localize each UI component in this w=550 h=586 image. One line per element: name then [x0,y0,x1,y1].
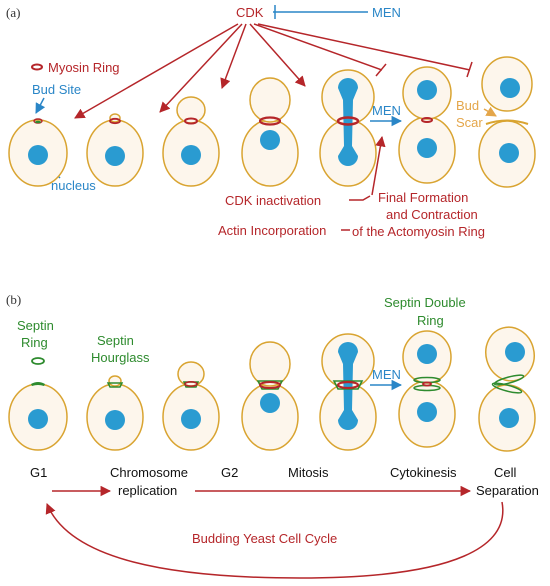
nucleus-mother [499,408,519,428]
men-arrow-a-label: MEN [372,103,401,118]
cdk-arrow-small-bud [220,23,247,89]
cell-b4 [241,341,299,451]
cell-a5 [319,69,377,187]
septin-hourglass [332,380,364,390]
myosin-ring [258,116,282,126]
cdk-inhibits-mitosis [253,23,383,71]
nucleus-daughter [500,78,520,98]
myosin-ring [336,380,360,390]
cell-b3 [162,361,220,451]
myosin-ring [259,381,281,389]
dividing-nucleus [338,342,358,430]
men-label: MEN [372,5,401,20]
stage-cell-label-2: Separation [476,483,539,498]
myosin-ring-legend-icon [31,63,43,71]
men-arrow-b-label: MEN [372,367,401,382]
septin-hourglass-label-2: Hourglass [91,350,150,365]
stage-cytokinesis: Cytokinesis [390,465,457,480]
nucleus [260,130,280,150]
dividing-nucleus [338,78,358,166]
stage-chromosome-replication-2: replication [118,483,177,498]
panel-a-label: (a) [6,5,20,20]
final-formation-arrow [371,135,386,196]
final-formation-line-2: and Contraction [386,207,478,222]
myosin-ring [336,116,360,126]
cdk-inactivation-label: CDK inactivation [225,193,321,208]
septin-hourglass-label-1: Septin [97,333,134,348]
cdk-inhibits-mitosis-bar [375,63,387,77]
bud-site-label: Bud Site [32,82,81,97]
cdk-label: CDK [236,5,264,20]
bud-scar [485,119,529,125]
septin-double-ring-label-2: Ring [417,313,444,328]
cycle-return-arrow [45,501,504,579]
nucleus [28,145,48,165]
septin-ring-mother [491,382,523,394]
septin-ring-label-2: Ring [21,335,48,350]
septin-ring-legend-icon [31,357,45,365]
cdk-arrow-bud-site [74,23,239,119]
nucleus-label: nucleus [51,178,96,193]
panel-a: (a) CDK MEN Myosin Ring Bud Site nucleus [6,5,536,239]
panel-b: (b) Septin Ring Septin Hourglass Septin … [6,292,539,579]
nucleus-bud [417,344,437,364]
myosin-ring-label: Myosin Ring [48,60,120,75]
cdk-arrow-large-bud [249,23,306,87]
cell-b2 [86,375,144,451]
cdk-arrow-bud-emergence [159,23,243,113]
nucleus-bud [417,80,437,100]
final-formation-line-3: of the Actomyosin Ring [352,224,485,239]
cell-a2 [86,113,144,187]
cdk-inhibition-lines [253,23,473,78]
cell-a7 [478,56,536,188]
bud-scar-label-2: Scar [456,115,483,130]
cell-a6 [398,66,456,184]
stage-g1: G1 [30,465,47,480]
cdk-inhibits-separation [257,23,471,71]
bud-site-arrow [35,97,46,114]
cell-b6 [398,330,456,448]
bud-scar-arrow [483,106,497,117]
nucleus [181,409,201,429]
septin-ring [31,382,45,386]
nucleus [181,145,201,165]
contracted-ring [421,117,433,123]
panel-b-label: (b) [6,292,21,307]
cell-a1 [8,118,68,187]
nucleus [260,393,280,413]
cell-b5 [319,333,377,451]
cdk-inhibits-separation-bar [466,61,473,78]
cell-b1 [8,382,68,451]
nucleus [105,146,125,166]
cell-b7 [478,326,536,452]
nucleus-mother [499,143,519,163]
nucleus [105,410,125,430]
septin-hourglass [106,382,124,388]
bud-site [35,120,41,124]
cdk-inactivation-connector [349,195,371,201]
myosin-ring [184,117,198,125]
cycle-title: Budding Yeast Cell Cycle [192,531,337,546]
nucleus-mother [417,402,437,422]
contracted-ring [422,381,432,387]
stage-cell-label-1: Cell [494,465,517,480]
nucleus-mother [417,138,437,158]
septin-double-ring-label-1: Septin Double [384,295,466,310]
bud-scar-label-1: Bud [456,98,479,113]
cdk-arrows [74,23,306,119]
myosin-ring [184,380,198,387]
myosin-ring [109,117,121,125]
stage-mitosis: Mitosis [288,465,329,480]
final-formation-line-1: Final Formation [378,190,468,205]
actin-incorporation-label: Actin Incorporation [218,223,326,238]
septin-ring-label-1: Septin [17,318,54,333]
stage-chromosome-replication-1: Chromosome [110,465,188,480]
nucleus-daughter [505,342,525,362]
stage-g2: G2 [221,465,238,480]
cell-a4 [241,77,299,187]
cell-a3 [162,96,220,187]
nucleus [28,409,48,429]
